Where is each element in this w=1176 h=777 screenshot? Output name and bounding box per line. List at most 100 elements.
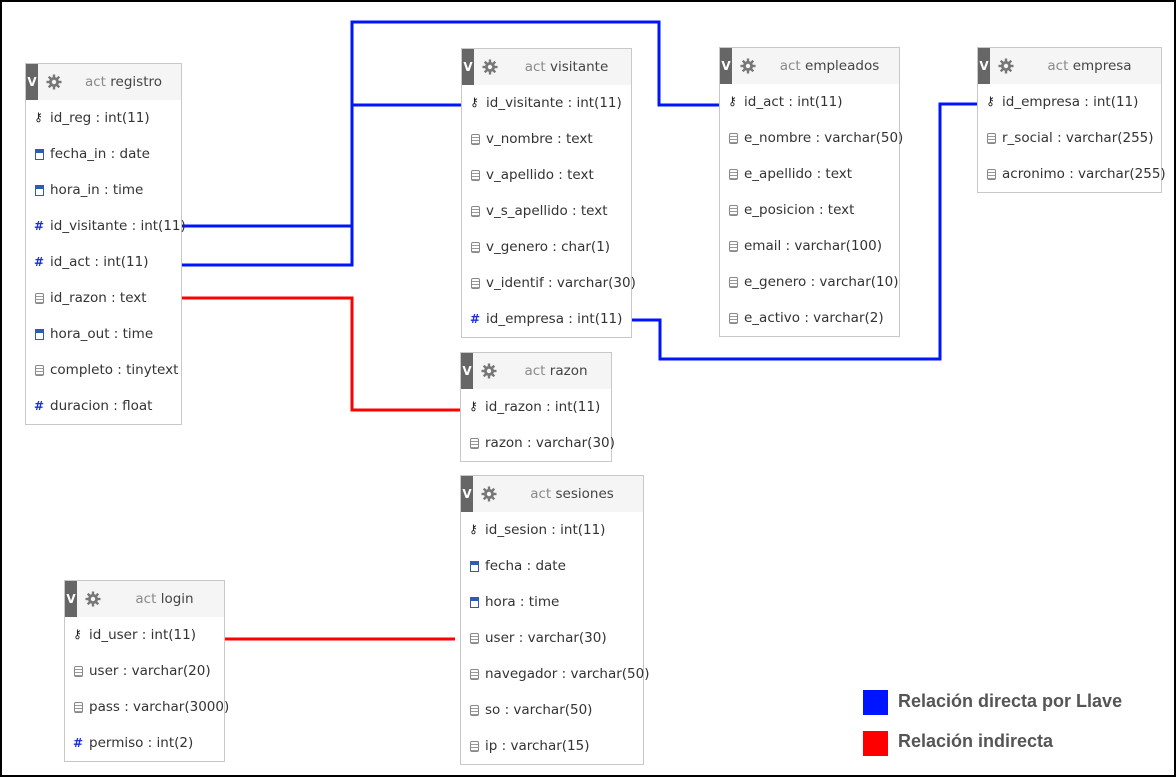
text-icon [471,278,480,289]
table-field[interactable]: #id_empresa : int(11) [470,311,623,327]
table-header[interactable]: V act login [65,581,224,617]
collapse-toggle[interactable]: V [461,353,473,389]
text-icon [987,169,996,180]
table-login[interactable]: V act login ⚷id_user : int(11) user : var… [64,580,229,762]
table-header[interactable]: V act registro [26,64,181,100]
table-header[interactable]: V act visitante [462,49,631,85]
text-icon [729,169,738,180]
date-icon [35,329,44,340]
table-field[interactable]: v_nombre : text [462,121,631,157]
table-field[interactable]: #id_visitante : int(11) [34,218,186,234]
gear-icon[interactable] [481,363,497,379]
text-icon [74,702,83,713]
table-field[interactable]: hora_in : time [26,172,181,208]
key-icon: ⚷ [470,95,479,109]
text-icon [471,242,480,253]
table-title: act registro [84,74,163,90]
table-field[interactable]: v_s_apellido : text [462,193,631,229]
text-icon [729,277,738,288]
gear-icon[interactable] [998,58,1014,74]
text-icon [729,241,738,252]
table-field[interactable]: hora_out : time [26,316,181,352]
table-title: act sesiones [530,486,614,502]
table-field[interactable]: ⚷id_sesion : int(11) [469,522,606,538]
text-icon [729,133,738,144]
link-registro-razon [182,296,460,412]
table-field[interactable]: ⚷id_reg : int(11) [34,110,150,126]
table-field[interactable]: fecha : date [461,548,643,584]
text-icon [74,666,83,677]
table-field[interactable]: email : varchar(100) [720,228,899,264]
collapse-toggle[interactable]: V [462,49,474,85]
gear-icon[interactable] [46,74,62,90]
table-field[interactable]: v_genero : char(1) [462,229,631,265]
table-field[interactable]: #duracion : float [34,398,153,414]
table-field[interactable]: #permiso : int(2) [73,735,194,751]
table-field[interactable]: ip : varchar(15) [461,728,643,764]
table-visitante[interactable]: V act visitante ⚷id_visitante : int(11) v… [461,48,636,338]
collapse-toggle[interactable]: V [26,64,38,100]
text-icon [470,705,479,716]
table-registro[interactable]: V act registro ⚷id_reg : int(11) fecha_in… [25,63,186,425]
table-header[interactable]: V act razon [461,353,611,389]
table-header[interactable]: V act empresa [978,48,1161,84]
table-field[interactable]: e_posicion : text [720,192,899,228]
collapse-toggle[interactable]: V [720,48,732,84]
table-sesiones[interactable]: V act sesiones ⚷id_sesion : int(11) fecha… [460,475,650,765]
table-field[interactable]: #id_act : int(11) [34,254,149,270]
table-field[interactable]: ⚷id_user : int(11) [73,627,196,643]
text-icon [471,134,480,145]
gear-icon[interactable] [85,591,101,607]
table-field[interactable]: completo : tinytext [26,352,181,388]
table-header[interactable]: V act empleados [720,48,899,84]
legend-direct-swatch [863,690,888,715]
key-icon: ⚷ [469,522,478,536]
table-title: act empleados [779,58,880,74]
table-field[interactable]: ⚷id_visitante : int(11) [470,95,622,111]
gear-icon[interactable] [482,59,498,75]
table-field[interactable]: so : varchar(50) [461,692,643,728]
table-field[interactable]: id_razon : text [26,280,181,316]
table-field[interactable]: razon : varchar(30) [461,425,615,461]
table-empleados[interactable]: V act empleados ⚷id_act : int(11) e_nombr… [719,47,903,337]
collapse-toggle[interactable]: V [65,581,77,617]
table-field[interactable]: acronimo : varchar(255) [978,156,1166,192]
text-icon [470,438,479,449]
collapse-toggle[interactable]: V [978,48,990,84]
table-field[interactable]: ⚷id_act : int(11) [728,94,843,110]
table-field[interactable]: ⚷id_razon : int(11) [469,399,601,415]
table-field[interactable]: e_genero : varchar(10) [720,264,899,300]
table-field[interactable]: e_activo : varchar(2) [720,300,899,336]
number-icon: # [34,255,45,269]
text-icon [987,133,996,144]
table-field[interactable]: navegador : varchar(50) [461,656,650,692]
table-field[interactable]: e_nombre : varchar(50) [720,120,903,156]
text-icon [470,669,479,680]
date-icon [470,561,479,572]
table-header[interactable]: V act sesiones [461,476,643,512]
table-field[interactable]: v_apellido : text [462,157,631,193]
table-field[interactable]: user : varchar(30) [461,620,643,656]
table-field[interactable]: hora : time [461,584,643,620]
gear-icon[interactable] [740,58,756,74]
text-icon [35,293,44,304]
table-field[interactable]: user : varchar(20) [65,653,224,689]
gear-icon[interactable] [481,486,497,502]
table-field[interactable]: r_social : varchar(255) [978,120,1161,156]
table-razon[interactable]: V act razon ⚷id_razon : int(11) razon : v… [460,352,615,462]
table-field[interactable]: pass : varchar(3000) [65,689,229,725]
date-icon [470,597,479,608]
table-field[interactable]: v_identif : varchar(30) [462,265,636,301]
link-registro-empleados [182,20,719,267]
table-field[interactable]: fecha_in : date [26,136,181,172]
table-title: act login [135,591,194,607]
collapse-toggle[interactable]: V [461,476,473,512]
text-icon [471,206,480,217]
table-title: act razon [524,363,588,379]
table-field[interactable]: e_apellido : text [720,156,899,192]
text-icon [35,365,44,376]
table-field[interactable]: ⚷id_empresa : int(11) [986,94,1139,110]
table-empresa[interactable]: V act empresa ⚷id_empresa : int(11) r_soc… [977,47,1166,193]
